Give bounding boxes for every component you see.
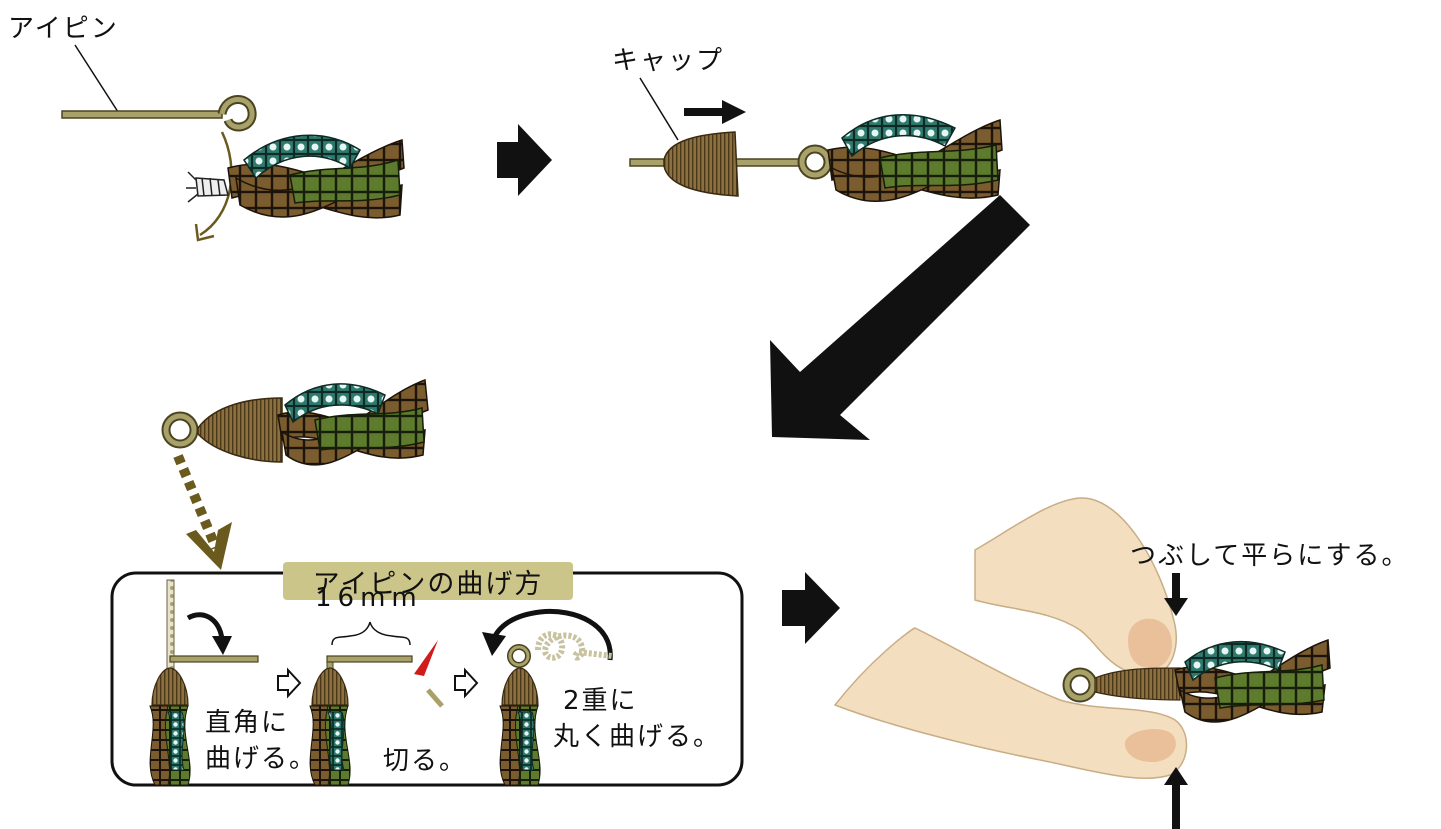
eye-loop-4-inner: [1064, 669, 1096, 701]
press-arrow-top-icon: [1164, 573, 1188, 616]
eye-pin-loop-inner: [219, 97, 255, 130]
step2-group: [629, 77, 1003, 202]
press-arrow-bottom-icon: [1164, 767, 1188, 829]
upper-nail: [1128, 618, 1173, 669]
next-arrow-diagonal-icon: [770, 195, 1030, 440]
length-label: 16mm: [315, 583, 423, 613]
flatten-label: つぶして平らにする。: [1130, 541, 1410, 571]
step1-group: [61, 44, 405, 242]
braid-a-teal: [167, 711, 185, 771]
pin-horizontal-a: [169, 655, 259, 663]
cap-shape-3: [197, 397, 283, 463]
cap-shape: [663, 131, 739, 197]
braid-4: [1174, 638, 1331, 723]
inset-step-a: [149, 579, 259, 786]
thread-knot: [186, 171, 229, 203]
inset-title: アイピンの曲げ方: [283, 562, 573, 600]
step1-line2: 曲げる。: [205, 744, 318, 774]
bend-arrow-a-head-icon: [212, 636, 232, 655]
cap-c: [501, 667, 539, 706]
rotate-arrow: [199, 131, 233, 237]
cut-mark-icon: [414, 640, 438, 676]
upper-finger: [974, 497, 1177, 676]
braid-1: [227, 134, 405, 219]
step1-line1: 直角に: [205, 708, 290, 738]
dotted-arrow-head-icon: [186, 522, 232, 570]
lower-finger: [833, 627, 1188, 780]
cap-label: キャップ: [612, 46, 725, 76]
brace-16mm: [331, 621, 411, 646]
braid-3: [277, 378, 429, 466]
step3-caption: 2重に 丸く曲げる。: [553, 683, 721, 755]
step1-caption: 直角に 曲げる。: [205, 705, 317, 777]
cap-flat: [1094, 667, 1181, 701]
braid-2: [827, 113, 1003, 202]
eye-loop-2-inner: [799, 146, 831, 178]
inset-arrow-2-icon: [454, 667, 479, 699]
next-arrow-2-icon: [782, 572, 840, 644]
curl-arrow: [491, 608, 613, 661]
step2-caption: 切る。: [383, 746, 468, 776]
cap-a: [151, 667, 189, 706]
cut-piece: [426, 688, 444, 708]
eye-pin-leader: [74, 44, 121, 116]
slide-arrow-icon: [684, 100, 746, 124]
next-arrow-1-icon: [497, 124, 552, 196]
eye-loop-3-inner: [163, 413, 197, 447]
pin-horizontal-b: [326, 655, 413, 663]
step3-line2: 丸く曲げる。: [553, 722, 722, 752]
eye-pin-shaft: [61, 110, 223, 119]
cap-leader: [639, 77, 679, 141]
eye-pin-label: アイピン: [8, 14, 119, 44]
braid-b-teal: [327, 711, 345, 771]
cap-b: [311, 667, 349, 706]
step4-group: [833, 497, 1331, 829]
dotted-arrow-line: [173, 454, 221, 550]
inset-step-b: [309, 621, 444, 786]
braid-c-teal: [517, 711, 535, 771]
step3-line1: 2重に: [563, 686, 638, 716]
lower-nail: [1124, 728, 1176, 762]
curl-arrow-head-icon: [482, 632, 506, 656]
inset-arrow-1-icon: [277, 667, 302, 699]
eye-loop-c-inner: [508, 645, 530, 667]
inset-step-c: [482, 608, 613, 786]
rotate-arrow-head-icon: [194, 223, 215, 242]
step3-group: [161, 378, 429, 570]
